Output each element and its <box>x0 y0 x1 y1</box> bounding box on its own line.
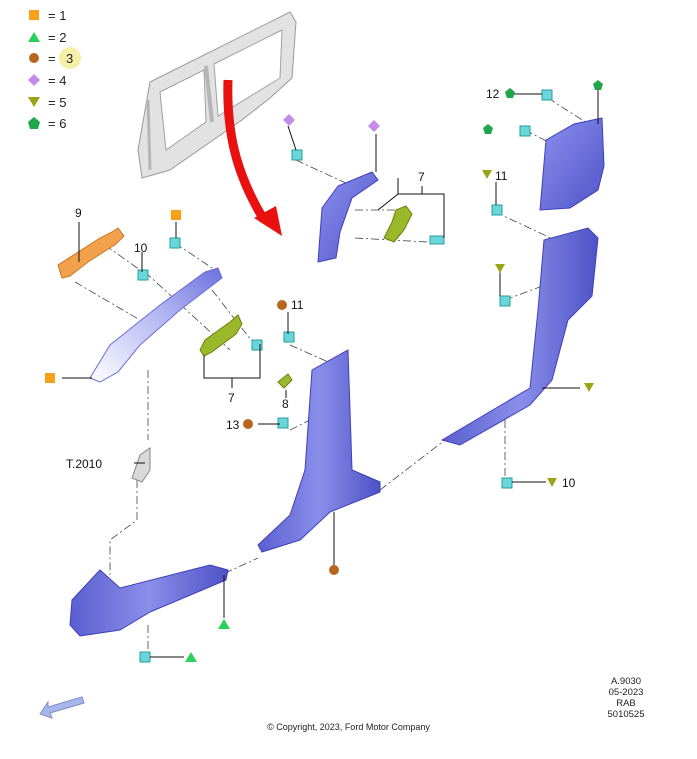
callout-10: 10 <box>134 241 148 255</box>
circle-marker-icon <box>243 419 253 429</box>
triangle-marker-icon <box>185 652 197 662</box>
circle-marker-icon <box>277 300 287 310</box>
clip <box>499 295 511 307</box>
callout-12: 12 <box>486 87 500 101</box>
pentagon-marker-icon <box>483 124 493 134</box>
pentagon-marker-icon <box>505 88 515 98</box>
callout-8: 8 <box>282 397 289 411</box>
callout-t2010: T.2010 <box>66 457 103 471</box>
clip <box>139 651 151 663</box>
clip <box>519 125 531 137</box>
c-pillar-lower-trim <box>440 227 599 446</box>
clip <box>429 235 445 245</box>
a-pillar-trim <box>89 267 223 383</box>
diamond-marker-icon <box>368 120 380 132</box>
leader-lines <box>62 90 599 658</box>
bracket-part <box>57 227 125 279</box>
legend-label: = 6 <box>48 115 67 131</box>
callout-13: 13 <box>226 418 240 432</box>
legend-number: 3 <box>65 50 74 66</box>
drawing-code: RAB <box>616 698 636 709</box>
legend-item-1: = 1 <box>26 6 66 24</box>
legend-highlight: 3 <box>58 47 81 69</box>
legend-item-4: = 4 <box>26 71 66 89</box>
triangle-marker-icon <box>26 29 42 45</box>
drawing-id: A.9030 <box>610 676 642 687</box>
clip <box>291 149 303 161</box>
legend-item-6: = 6 <box>26 114 66 132</box>
copyright-notice: © Copyright, 2023, Ford Motor Company <box>267 722 430 732</box>
front-sill-trim <box>69 564 229 637</box>
clip <box>501 477 513 489</box>
clip <box>277 417 289 429</box>
circle-marker-icon <box>26 50 42 66</box>
legend-label: = 2 <box>48 29 67 45</box>
vehicle-body-side <box>137 11 297 179</box>
clip <box>491 204 503 216</box>
square-marker-icon <box>45 373 55 383</box>
callout-10: 10 <box>562 476 576 490</box>
legend-item-5: = 5 <box>26 93 66 111</box>
callout-11: 11 <box>291 298 304 312</box>
clip <box>283 331 295 343</box>
inverted-triangle-marker-icon <box>584 383 594 392</box>
callout-11: 11 <box>495 169 508 183</box>
b-pillar-upper-trim <box>317 171 379 263</box>
part-8 <box>277 373 293 389</box>
diagram-markers <box>45 80 603 662</box>
inverted-triangle-marker-icon <box>495 264 505 273</box>
clip <box>169 237 181 249</box>
diamond-marker-icon <box>283 114 295 126</box>
clip <box>541 89 553 101</box>
circle-marker-icon <box>329 565 339 575</box>
clip <box>251 339 263 351</box>
callout-9: 9 <box>75 206 82 220</box>
retainer-clips <box>137 89 553 663</box>
callout-7: 7 <box>418 170 425 184</box>
inverted-triangle-marker-icon <box>26 94 42 110</box>
legend-equals: = <box>48 50 56 66</box>
trim-cover-part <box>131 447 151 483</box>
inverted-triangle-marker-icon <box>547 478 557 487</box>
c-pillar-upper-trim <box>539 117 605 211</box>
assembly-lines <box>74 97 591 655</box>
clip <box>137 269 149 281</box>
diamond-marker-icon <box>26 72 42 88</box>
b-pillar-lower-trim <box>257 349 381 553</box>
triangle-marker-icon <box>218 619 230 629</box>
legend-item-3: = 3 <box>26 47 81 69</box>
square-marker-icon <box>26 7 42 23</box>
navigation-arrow-icon[interactable] <box>39 696 85 719</box>
grab-handle-left <box>199 314 243 357</box>
pentagon-marker-icon <box>26 115 42 131</box>
grab-handle-right <box>383 205 413 243</box>
red-direction-arrow <box>223 79 282 236</box>
legend-label: = 1 <box>48 7 67 23</box>
square-marker-icon <box>171 210 181 220</box>
legend-item-2: = 2 <box>26 28 66 46</box>
pentagon-marker-icon <box>593 80 603 90</box>
legend-label: = 4 <box>48 72 67 88</box>
drawing-reference: A.9030 05-2023 RAB 5010525 <box>595 676 657 720</box>
drawing-number: 5010525 <box>607 709 645 720</box>
callout-7: 7 <box>228 391 235 405</box>
drawing-date: 05-2023 <box>608 687 644 698</box>
inverted-triangle-marker-icon <box>482 170 492 179</box>
legend-label: = 5 <box>48 94 67 110</box>
